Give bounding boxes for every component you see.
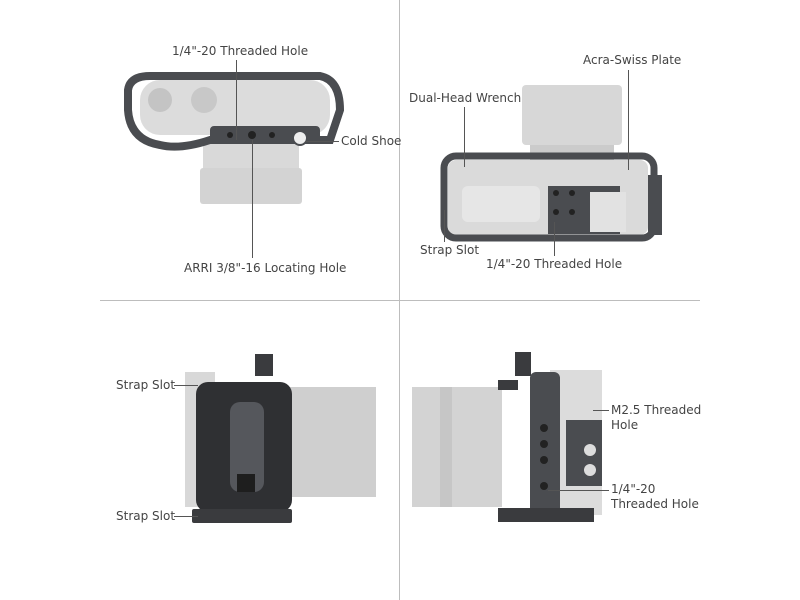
callout-threaded-line2: Threaded Hole: [611, 497, 699, 511]
callout-strap-slot-top-right: Strap Slot: [420, 243, 480, 257]
leader-line: [593, 410, 609, 411]
leader-line: [554, 222, 555, 256]
leader-line: [174, 516, 198, 517]
cage-side-view: [412, 352, 602, 522]
callout-arri-hole: ARRI 3/8"-16 Locating Hole: [184, 261, 347, 275]
leader-line: [174, 385, 198, 386]
callout-threaded-hole-top: 1/4"-20 Threaded Hole: [172, 44, 309, 58]
callout-acra-swiss-plate: Acra-Swiss Plate: [583, 53, 682, 67]
callout-m25-line2: Hole: [611, 418, 639, 432]
callout-strap-slot-lower: Strap Slot: [116, 509, 176, 523]
callout-dual-head-wrench: Dual-Head Wrench: [409, 91, 522, 105]
leader-line: [305, 141, 339, 142]
callout-strap-slot-upper: Strap Slot: [116, 378, 176, 392]
bottom-view-camera: [440, 85, 662, 242]
top-view-camera: [124, 72, 345, 204]
callout-threaded-line1: 1/4"-20: [611, 482, 656, 496]
leader-line: [464, 107, 465, 167]
leader-line: [444, 210, 445, 242]
leader-line: [548, 490, 609, 491]
callout-quarter-inch-threaded-hole: 1/4"-20 Threaded Hole: [611, 482, 699, 512]
leader-line: [628, 70, 629, 170]
grip-side-view: [185, 354, 376, 523]
horizontal-divider: [100, 300, 700, 301]
callout-threaded-hole-top-right: 1/4"-20 Threaded Hole: [486, 257, 623, 271]
callout-m25-threaded-hole: M2.5 Threaded Hole: [611, 403, 701, 433]
callout-cold-shoe: Cold Shoe: [341, 134, 402, 148]
leader-line: [252, 140, 253, 258]
callout-m25-line1: M2.5 Threaded: [611, 403, 702, 417]
leader-line: [236, 60, 237, 140]
